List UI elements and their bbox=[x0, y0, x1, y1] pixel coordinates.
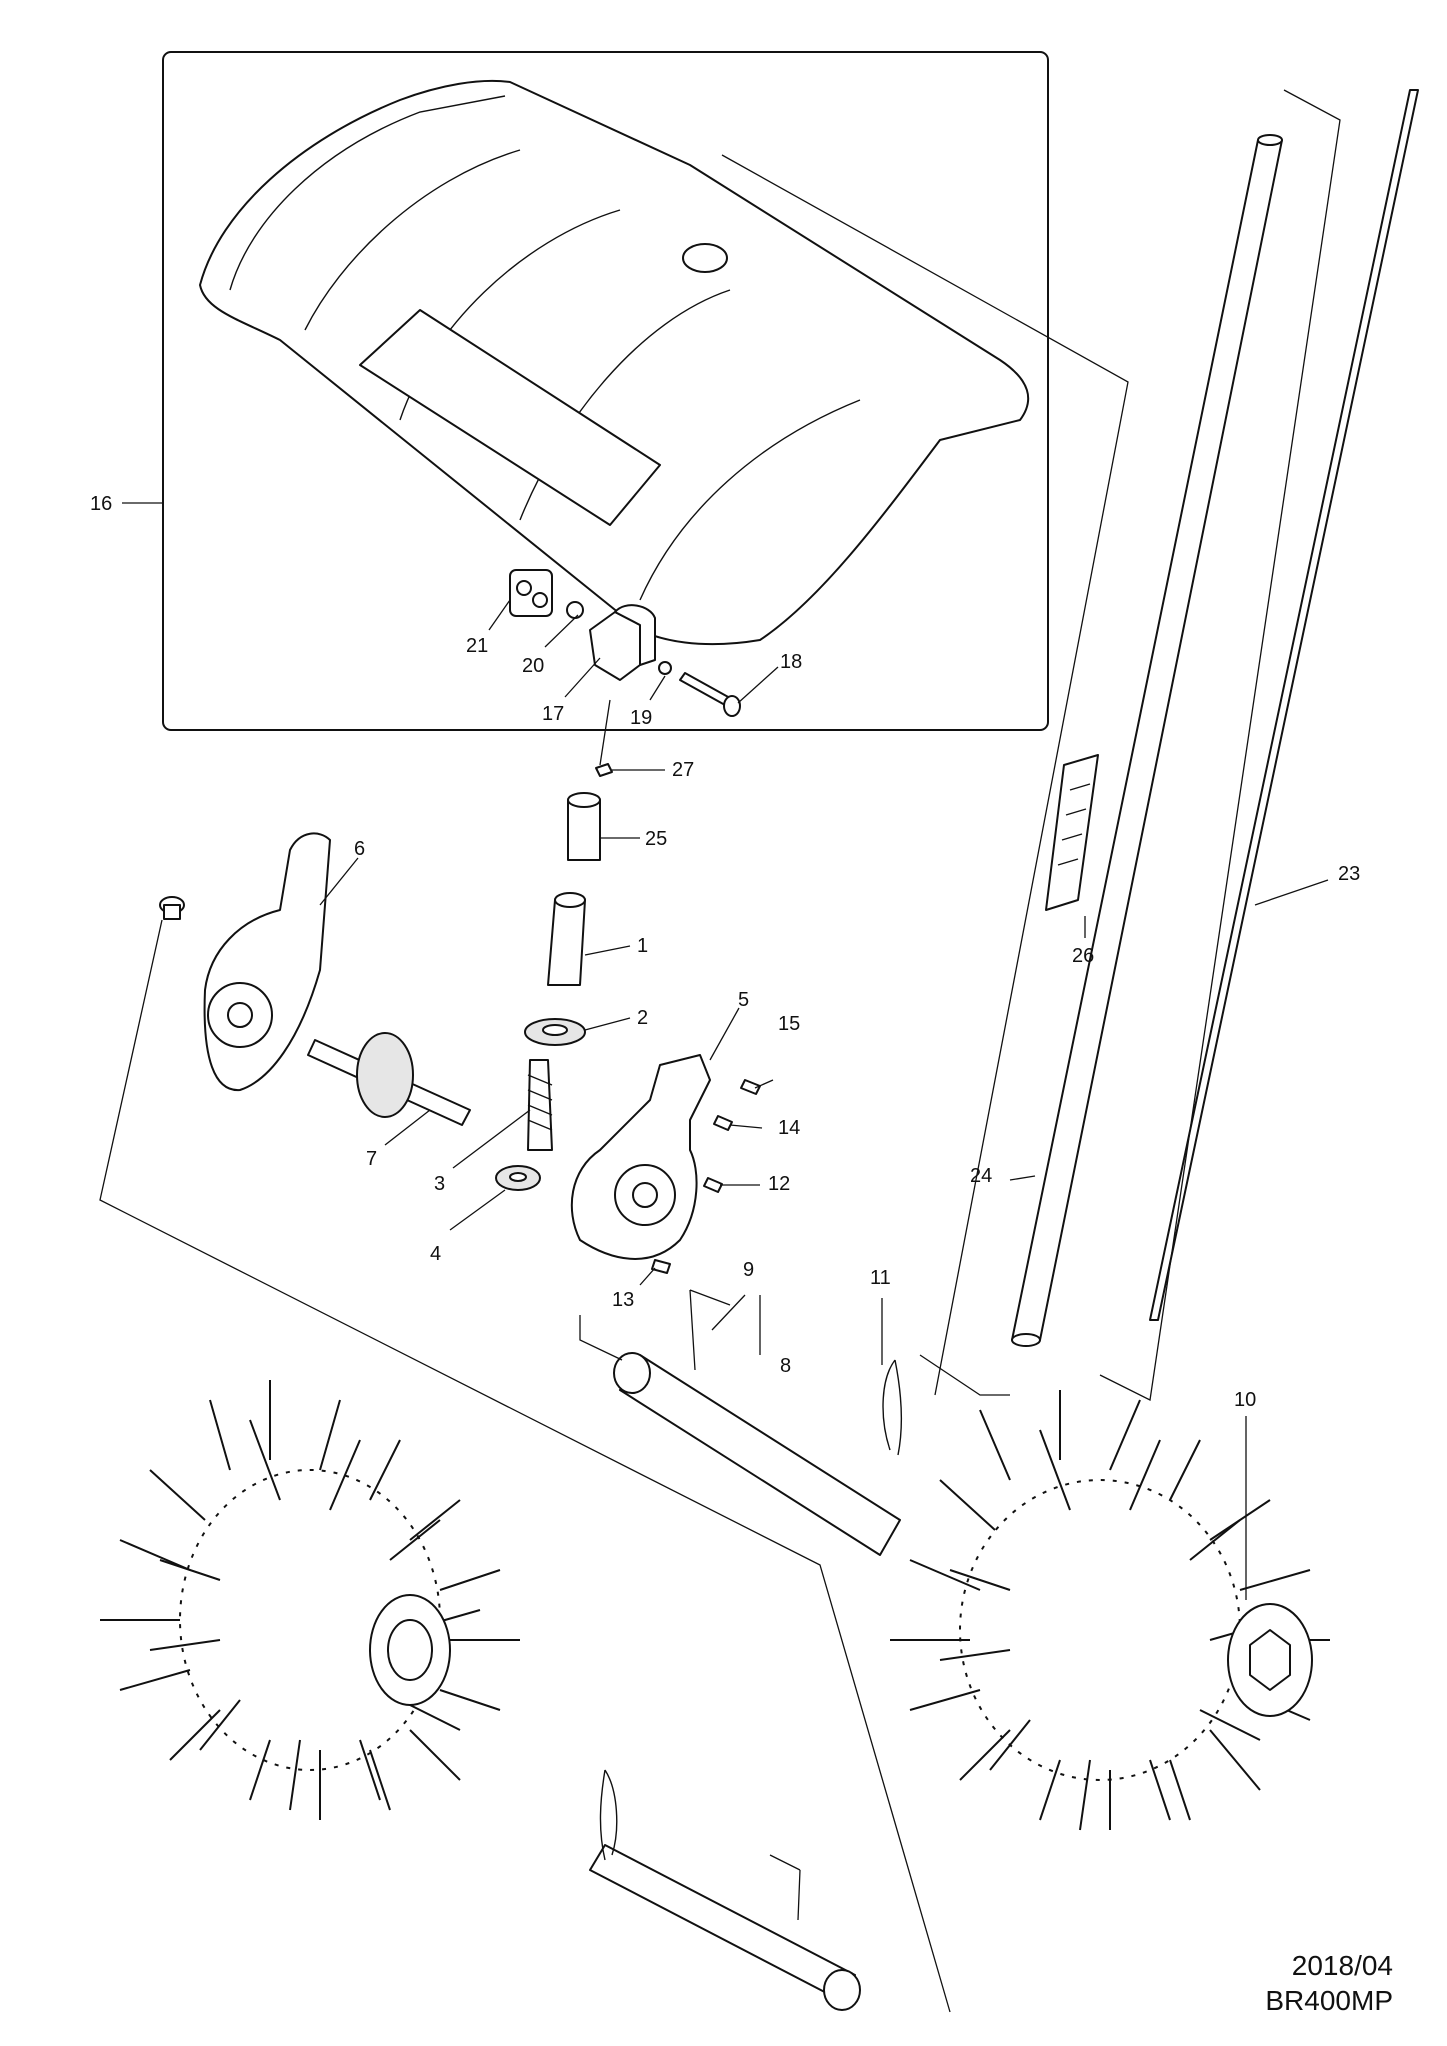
callout-leaders bbox=[122, 502, 1329, 1600]
footer-model: BR400MP bbox=[1265, 1985, 1393, 2016]
nut-set-21 bbox=[509, 569, 553, 617]
bearing-2 bbox=[524, 1018, 586, 1046]
guide-line-cover bbox=[721, 154, 1129, 1396]
callout-14: 14 bbox=[778, 1117, 800, 1139]
fitting-6a bbox=[159, 896, 185, 920]
callout-12: 12 bbox=[768, 1173, 790, 1195]
brush-holder-8b bbox=[589, 1844, 861, 2011]
brush-10-left bbox=[100, 1380, 520, 1820]
footer-date: 2018/04 bbox=[1291, 1950, 1393, 1981]
screw-12 bbox=[703, 1177, 723, 1193]
brush-10-right bbox=[890, 1390, 1330, 1831]
callout-24: 23 bbox=[1338, 863, 1360, 885]
callout-1: 1 bbox=[637, 935, 648, 957]
callout-15: 15 bbox=[778, 1013, 800, 1035]
brush-holder-8 bbox=[613, 1352, 901, 1556]
callout-5: 5 bbox=[738, 989, 749, 1011]
sleeve-1 bbox=[547, 892, 586, 986]
callout-8: 8 bbox=[780, 1355, 791, 1377]
gear-housing-5 bbox=[570, 1054, 711, 1260]
callout-9: 9 bbox=[743, 1259, 754, 1281]
callout-11: 11 bbox=[870, 1267, 891, 1289]
callout-23: 24 bbox=[970, 1165, 992, 1187]
cover-part-16 bbox=[199, 79, 1030, 646]
callout-21: 21 bbox=[466, 635, 488, 657]
bracket-17 bbox=[589, 604, 656, 681]
screw-14 bbox=[713, 1115, 733, 1131]
guide-line-sleeve bbox=[599, 699, 611, 766]
callout-27: 27 bbox=[672, 759, 694, 781]
pole-23 bbox=[1011, 134, 1283, 1347]
callout-2: 2 bbox=[637, 1007, 648, 1029]
screw-15 bbox=[740, 1079, 761, 1095]
callout-26: 26 bbox=[1072, 945, 1094, 967]
r-pin-11b bbox=[599, 1769, 618, 1861]
guide-line-holder bbox=[99, 919, 951, 2013]
callout-6: 6 bbox=[354, 838, 365, 860]
guide-line-housing bbox=[579, 1315, 623, 1361]
guide-line-pole-base bbox=[919, 1354, 1010, 1396]
nut-20 bbox=[566, 601, 584, 619]
rod-24 bbox=[1149, 89, 1419, 1321]
callout-labels: 16 21 20 17 19 18 27 25 1 2 5 15 14 12 1… bbox=[90, 493, 1360, 1411]
callout-13: 13 bbox=[612, 1289, 634, 1311]
callout-10: 10 bbox=[1234, 1389, 1256, 1411]
r-pin-11 bbox=[882, 1359, 903, 1456]
callout-4: 4 bbox=[430, 1243, 441, 1265]
callout-20: 20 bbox=[522, 655, 544, 677]
pin-27 bbox=[595, 763, 613, 777]
callout-7: 7 bbox=[366, 1148, 377, 1170]
sleeve-25 bbox=[567, 792, 601, 861]
worm-shaft-3 bbox=[527, 1059, 553, 1151]
guide-line-pole bbox=[1099, 89, 1341, 1401]
callout-16: 16 bbox=[90, 493, 112, 515]
callout-18: 18 bbox=[780, 651, 802, 673]
gear-housing-6 bbox=[203, 832, 331, 1092]
grip-26 bbox=[1045, 754, 1099, 911]
callout-25: 25 bbox=[645, 828, 667, 850]
screw-13 bbox=[651, 1259, 671, 1274]
callout-3: 3 bbox=[434, 1173, 445, 1195]
gear-shaft-7 bbox=[307, 1032, 471, 1126]
callout-17: 17 bbox=[542, 703, 564, 725]
callout-19: 19 bbox=[630, 707, 652, 729]
bolt-18 bbox=[679, 672, 741, 717]
washer-19 bbox=[658, 661, 672, 675]
hex-key-9 bbox=[689, 1289, 731, 1371]
bearing-4 bbox=[495, 1165, 541, 1191]
hex-key-9b bbox=[769, 1854, 801, 1921]
